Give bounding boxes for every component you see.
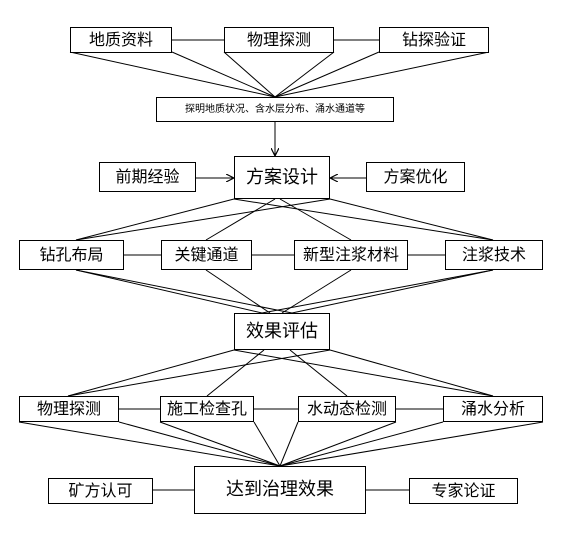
connector [274,51,380,98]
connector [67,349,331,397]
connector [171,51,276,98]
connector [206,349,265,397]
connector [233,349,494,397]
connector [281,269,352,314]
connector [18,421,281,467]
connector [75,269,263,314]
connector [261,269,494,314]
connector [223,51,276,98]
connector [75,198,331,241]
connector [205,269,271,314]
connector [279,421,397,467]
connector [274,51,490,98]
connector [75,198,235,241]
connector [233,198,494,241]
scheme-optimization-box: 方案优化 [366,162,465,192]
water-dynamics-detection-box: 水动态检测 [298,396,396,422]
key-channel-box: 关键通道 [161,240,252,270]
mine-approval-box: 矿方认可 [48,478,153,504]
connector [253,421,281,467]
water-inflow-analysis-box: 涌水分析 [443,396,543,422]
scheme-design-box: 方案设计 [234,156,330,199]
drilling-verification-box: 钻探验证 [379,27,489,53]
connector [289,349,348,397]
borehole-layout-box: 钻孔布局 [19,240,124,270]
physical-survey-box: 物理探测 [224,27,334,53]
connector [279,421,299,467]
expert-validation-box: 专家论证 [409,478,518,504]
connector [329,349,494,397]
connector [279,421,444,467]
connector [159,421,281,467]
effect-evaluation-box: 效果评估 [234,313,330,350]
treatment-effect-box: 达到治理效果 [194,466,366,514]
connector [205,198,276,241]
new-grouting-material-box: 新型注浆材料 [294,240,408,270]
connector [69,51,276,98]
connector [67,349,235,397]
construction-inspection-hole-box: 施工检查孔 [160,396,254,422]
connector [291,269,494,314]
physical-survey-check-box: 物理探测 [19,396,119,422]
connector [279,198,352,241]
prior-experience-box: 前期经验 [99,162,196,192]
connector [279,421,544,467]
connector [274,51,335,98]
connector [329,198,494,241]
findings-box: 探明地质状况、含水层分布、涌水通道等 [156,97,394,122]
geology-data-box: 地质资料 [70,27,172,53]
connector [118,421,281,467]
connector [75,269,293,314]
grouting-technology-box: 注浆技术 [445,240,543,270]
